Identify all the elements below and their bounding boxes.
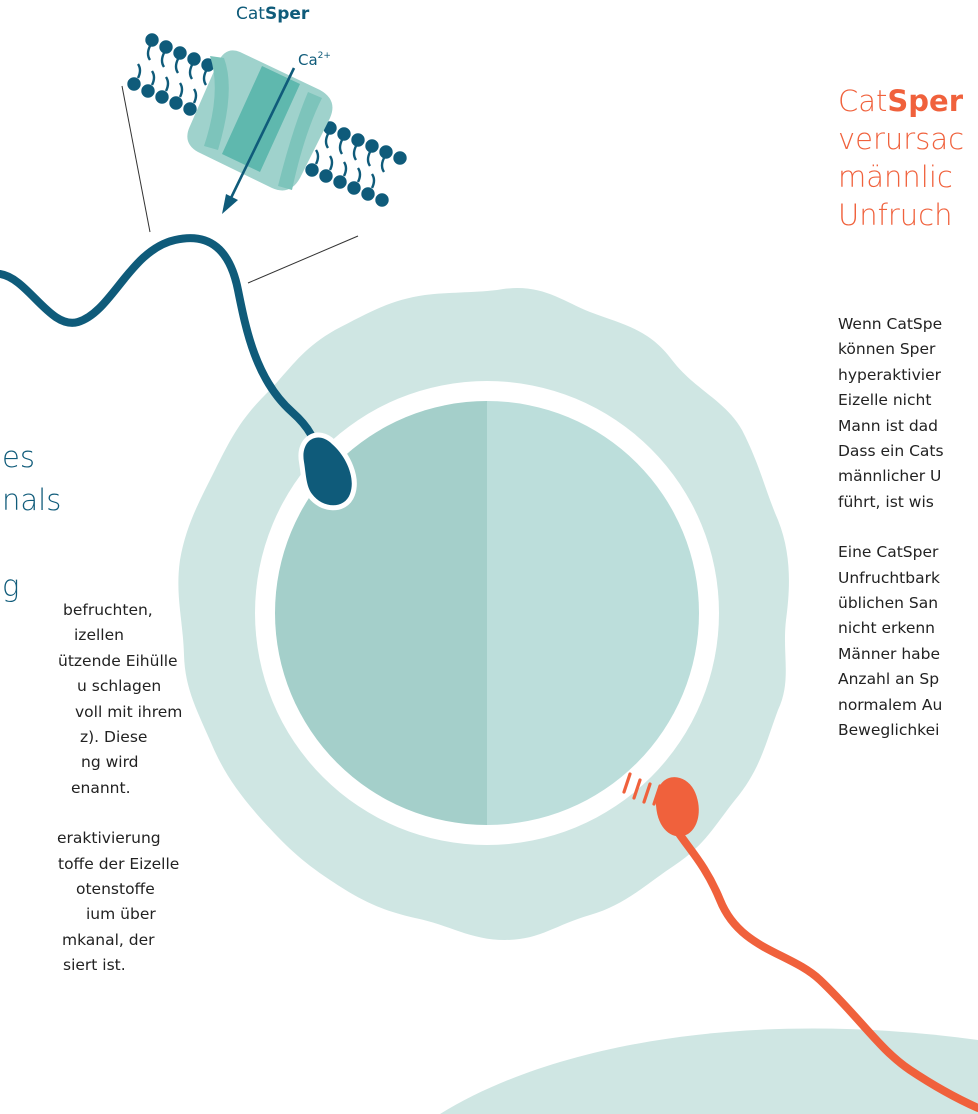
calcium-ion-label: Ca2+ [298,51,331,69]
right-body-text: Wenn CatSpe können Sper hyperaktivier Ei… [838,312,944,744]
left-heading: es nals g [0,436,210,608]
zoom-line-left [122,86,150,232]
right-heading: CatSper verursac männlic Unfruch [838,82,964,234]
bottom-cell-shape [440,1028,978,1114]
catsper-channel-label: CatSper [236,4,309,24]
zoom-line-right [248,236,358,283]
left-body-text: befruchten, izellen ützende Eihülle u sc… [0,598,200,979]
